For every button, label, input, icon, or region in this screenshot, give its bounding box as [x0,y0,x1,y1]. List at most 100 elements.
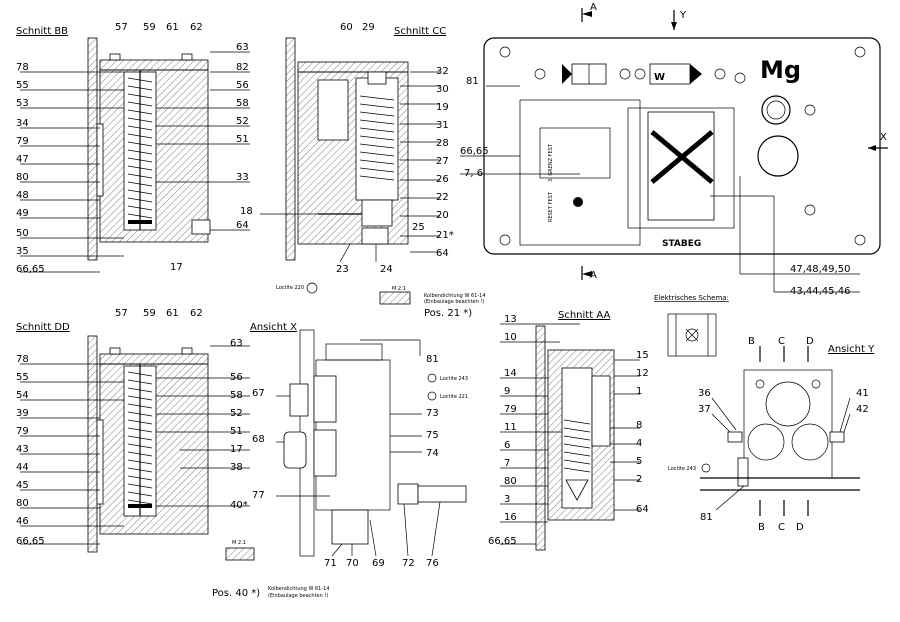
cc-callout-23: 23 [336,264,349,275]
x-callout-68: 68 [252,434,265,445]
dd-callout-61: 61 [166,308,179,319]
wall-plate-dd [87,335,98,553]
pos40-note-2: (Einbaulage beachten !) [268,593,328,599]
title-schnitt-bb: Schnitt BB [16,26,68,37]
aa-callout-15: 15 [636,350,649,361]
y-fitting-left [727,431,743,443]
dd-callout-38: 38 [230,462,243,473]
aa-callout-12: 12 [636,368,649,379]
wall-plate-aa [535,325,546,551]
schema-box [667,313,717,357]
dd-callout-44: 44 [16,462,29,473]
aa-callout-1: 1 [636,386,642,397]
view-schnitt-bb: Schnitt BB 57 59 61 [16,22,250,275]
leaders-y [711,397,851,511]
x-callout-77: 77 [252,490,265,501]
leaders-dd [20,345,250,545]
bb-callout-34: 34 [16,118,29,129]
dd-callout-62: 62 [190,308,203,319]
schema-lamp [685,328,699,342]
svg-text:A: A [590,2,597,13]
view-front: W Mg 3. GRENZ FEST RESET FEST STABEG 81 [460,2,888,297]
screw-head-bb-2 [181,53,193,61]
x-callout-74: 74 [426,448,439,459]
leaders-cc [260,71,440,263]
seal-dd [128,504,152,508]
cc-callout-29: 29 [362,22,375,33]
bb-callout-48: 48 [16,190,29,201]
dd-callout-52: 52 [230,408,243,419]
y-callout-42: 42 [856,404,869,415]
indicator-lamp [761,95,791,125]
loctite-221-symbol-x [427,391,437,401]
aa-callout-10: 10 [504,332,517,343]
connector-plug-x [417,485,467,503]
label-plate [539,127,611,179]
bb-callout-35: 35 [16,246,29,257]
cc-callout-27: 27 [436,156,449,167]
aa-callout-16: 16 [504,512,517,523]
loctite-220-symbol [306,282,318,294]
aa-callout-13: 13 [504,314,517,325]
dd-callout-56: 56 [230,372,243,383]
cc-callout-28: 28 [436,138,449,149]
button-x [283,431,307,469]
cc-callout-31: 31 [436,120,449,131]
cover-cc [297,61,409,73]
y-callout-37: 37 [698,404,711,415]
terminal-2-x [313,429,337,477]
cap-cc [367,71,387,85]
leaders-front [460,85,860,293]
front-plate [483,37,881,255]
x-callout-67: 67 [252,388,265,399]
bb-callout-52: 52 [236,116,249,127]
corner-hole-1 [499,46,511,58]
svg-text:D: D [806,336,814,347]
connector-x [397,483,419,505]
valve-cc [361,199,393,227]
dd-callout-63: 63 [230,338,243,349]
view-schnitt-cc: Schnitt CC 60 29 32 30 19 31 28 27 26 22… [240,22,486,319]
x-callout-73: 73 [426,408,439,419]
bb-callout-59: 59 [143,22,156,33]
front-callout-47-50: 47,48,49,50 [790,264,850,275]
left-window [519,99,641,246]
cc-callout-24: 24 [380,264,393,275]
y-callout-41: 41 [856,388,869,399]
cc-callout-60: 60 [340,22,353,33]
bb-callout-47: 47 [16,154,29,165]
y-callout-81: 81 [700,512,713,523]
x-callout-72: 72 [402,558,415,569]
pos21-note-1: Kolbendichtung W 61-14 [424,293,486,299]
svg-text:C: C [778,336,785,347]
loctite-243-x: Loctite 243 [440,376,468,382]
screw-head-bb-1 [109,53,121,61]
wall-plate-cc [285,37,296,261]
front-callout-43-46: 43,44,45,46 [790,286,850,297]
pos40-detail [225,547,255,561]
electrical-schema: Elektrisches Schema: [654,294,729,357]
svg-text:B: B [748,336,755,347]
bb-callout-50: 50 [16,228,29,239]
aa-callout-64: 64 [636,504,649,515]
title-schnitt-aa: Schnitt AA [558,310,610,321]
bb-callout-55: 55 [16,80,29,91]
title-ansicht-x: Ansicht X [250,322,297,333]
cc-callout-25: 25 [412,222,425,233]
seal-bb [128,220,152,224]
cc-callout-21: 21* [436,230,454,241]
bb-callout-66-65: 66,65 [16,264,45,275]
aa-callout-3: 3 [504,494,510,505]
dd-callout-43: 43 [16,444,29,455]
aa-callout-6: 6 [504,440,510,451]
aa-callout-14: 14 [504,368,517,379]
aa-callout-9: 9 [504,386,510,397]
aa-callout-8: 8 [636,420,642,431]
title-schnitt-dd: Schnitt DD [16,322,70,333]
bb-callout-82: 82 [236,62,249,73]
x-callout-70: 70 [346,558,359,569]
cover-x [325,343,383,361]
dd-callout-45: 45 [16,480,29,491]
